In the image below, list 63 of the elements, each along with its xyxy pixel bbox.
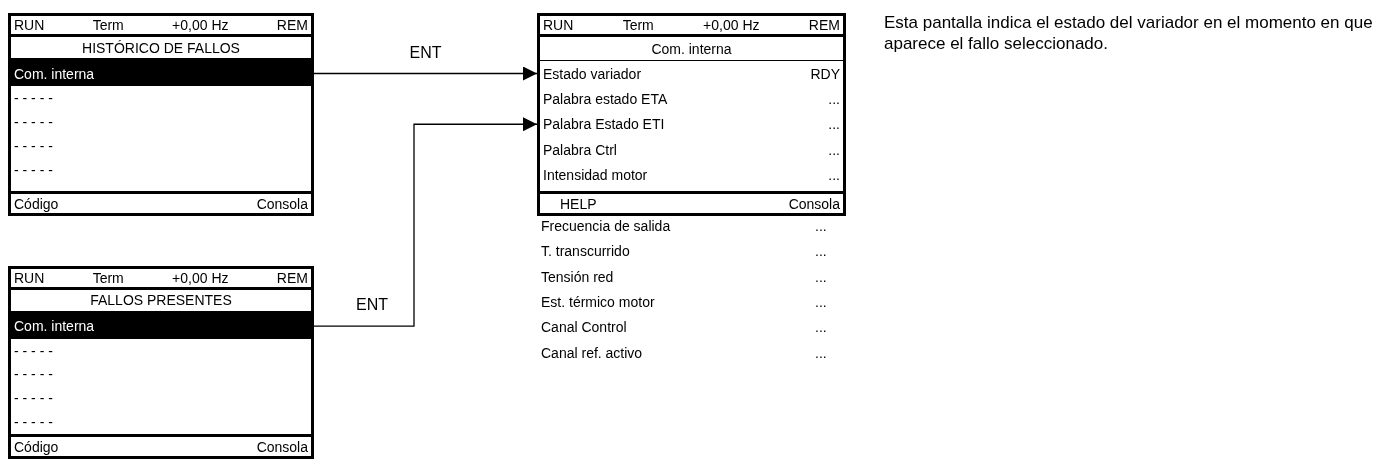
note-text: Esta pantalla indica el estado del variador en el momento en que aparece el fallo seleccionado.	[884, 12, 1374, 54]
item-text: - - - - -	[14, 366, 53, 383]
function-key-bar	[11, 434, 311, 456]
item-text: Estado variador	[543, 65, 642, 82]
function-key-bar	[11, 191, 311, 213]
item-text: - - - - -	[14, 162, 53, 178]
value-text: ...	[815, 243, 827, 260]
status-text: REM	[276, 269, 308, 286]
status-text: RUN	[14, 269, 45, 286]
item-text: ...	[828, 141, 840, 158]
value-text: ...	[815, 293, 827, 310]
value-text: ...	[815, 268, 827, 285]
list-item-text: Frecuencia de salida	[541, 218, 671, 234]
title-text: Com. interna	[651, 40, 732, 57]
item-text: - - - - -	[14, 90, 53, 106]
display-screen	[537, 13, 846, 216]
value-text: ...	[815, 344, 827, 361]
list-item-text: Canal Control	[541, 319, 627, 336]
status-text: Term	[622, 17, 654, 33]
item-text: ...	[828, 116, 840, 133]
status-text: Term	[92, 17, 124, 33]
status-text: Term	[92, 269, 124, 286]
display-screen	[8, 266, 314, 459]
item-text: RDY	[810, 65, 840, 82]
key-label: Consola	[256, 195, 308, 212]
key-label: Código	[14, 195, 59, 212]
item-text: ...	[828, 90, 840, 107]
item-text: - - - - -	[14, 390, 53, 407]
arrow	[313, 66, 538, 81]
key-label: Consola	[788, 195, 840, 212]
value-text: ...	[815, 218, 827, 234]
item-text: - - - - -	[14, 414, 53, 431]
item-text: ...	[828, 166, 840, 183]
item-text: Com. interna	[14, 318, 95, 335]
item-text: Com. interna	[14, 65, 95, 82]
selected-menu-item	[11, 61, 311, 86]
item-text: Palabra Ctrl	[543, 141, 617, 158]
item-text: Palabra Estado ETI	[543, 116, 665, 133]
display-screen	[8, 13, 314, 216]
item-text: - - - - -	[14, 114, 53, 130]
title-text: FALLOS PRESENTES	[90, 292, 232, 309]
item-text: - - - - -	[14, 342, 53, 359]
item-text: - - - - -	[14, 138, 53, 154]
status-text: +0,00 Hz	[703, 17, 760, 33]
status-text: RUN	[543, 17, 574, 33]
status-text: REM	[276, 17, 308, 33]
list-item-text: T. transcurrido	[541, 243, 630, 260]
status-text: +0,00 Hz	[172, 269, 229, 286]
list-item-text: Tensión red	[541, 268, 614, 285]
key-label: Consola	[256, 438, 308, 455]
status-text: +0,00 Hz	[172, 17, 229, 33]
status-text: RUN	[14, 17, 45, 33]
selected-menu-item	[11, 313, 311, 339]
status-text: REM	[808, 17, 840, 33]
arrow	[313, 117, 538, 327]
list-item-text: Est. térmico motor	[541, 293, 655, 310]
title-text: HISTÓRICO DE FALLOS	[82, 39, 240, 56]
item-text: Intensidad motor	[543, 166, 648, 183]
key-label: Código	[14, 438, 59, 455]
value-text: ...	[815, 319, 827, 336]
key-label: HELP	[560, 195, 597, 212]
item-text: Palabra estado ETA	[543, 90, 668, 107]
list-item-text: Canal ref. activo	[541, 344, 643, 361]
